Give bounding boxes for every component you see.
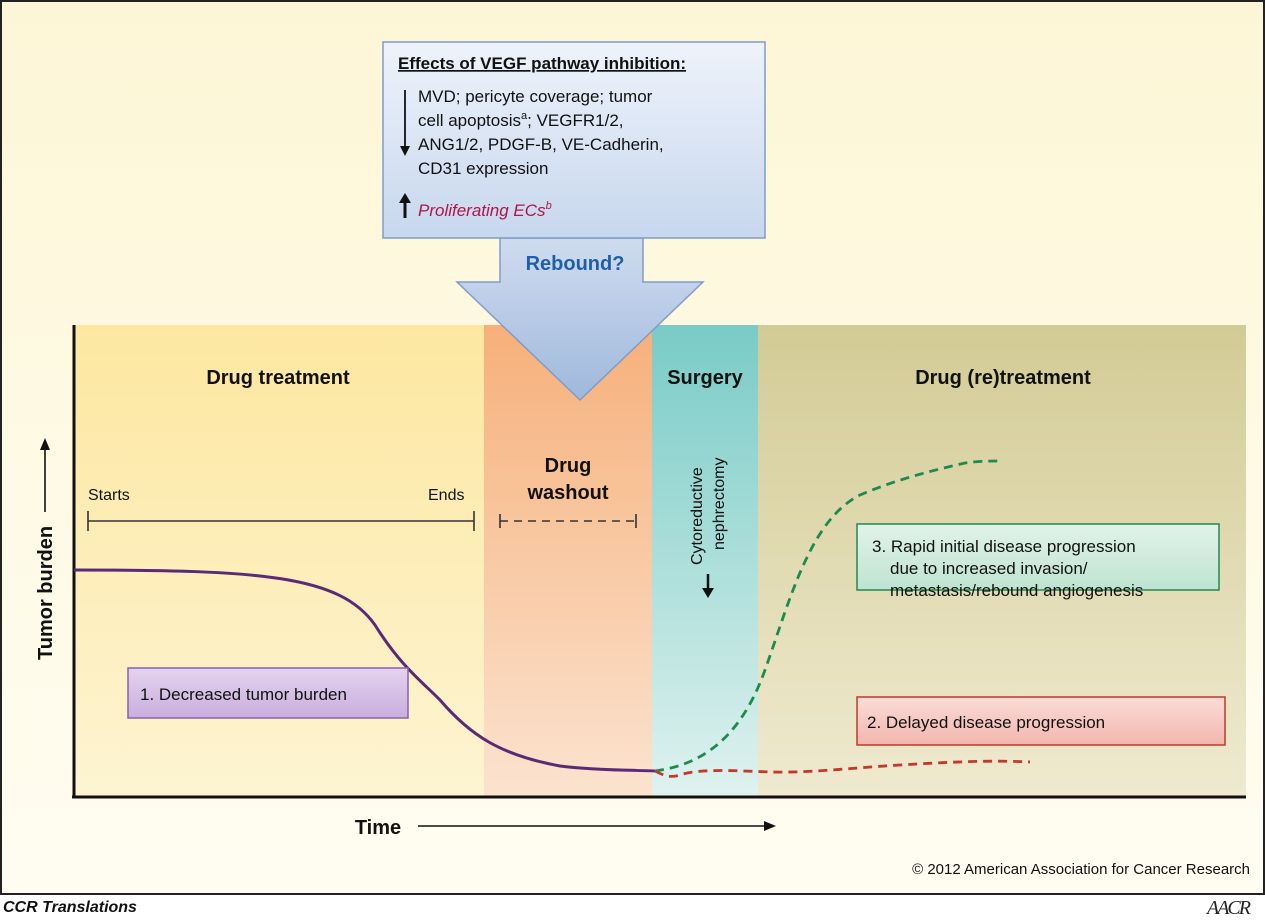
phase-label-washout-1: Drug — [545, 455, 592, 477]
x-axis-arrow-icon — [418, 821, 776, 831]
diagram-figure: Drug treatment Drug washout Surgery Drug… — [0, 0, 1265, 895]
y-axis-arrow-icon — [40, 438, 50, 512]
outcome-1-text: 1. Decreased tumor burden — [140, 685, 347, 704]
footer: CCR Translations AACR — [0, 895, 1265, 923]
phase-label-surgery: Surgery — [667, 367, 743, 389]
aacr-logo: AACR — [1207, 897, 1251, 919]
outcome-box-1: 1. Decreased tumor burden — [127, 667, 409, 719]
up-arrow-icon — [399, 193, 411, 218]
treatment-timeline-bar — [87, 511, 475, 531]
surgery-region — [652, 325, 758, 797]
treatment-region — [74, 325, 484, 797]
effects-up-line: Proliferating ECsb — [418, 200, 552, 220]
rebound-arrow — [455, 237, 705, 402]
journal-title: CCR Translations — [3, 899, 137, 916]
washout-timeline-bar — [499, 514, 637, 528]
outcome-box-2: 2. Delayed disease progression — [856, 696, 1226, 746]
surgery-down-arrow-icon — [702, 574, 714, 598]
outcome-3-text-3: metastasis/rebound angiogenesis — [890, 581, 1143, 600]
washout-region — [484, 325, 652, 797]
copyright-text: © 2012 American Association for Cancer R… — [912, 861, 1250, 878]
down-arrow-icon — [400, 90, 410, 156]
phase-label-washout-2: washout — [526, 482, 608, 504]
y-axis-label: Tumor burden — [35, 526, 57, 660]
x-axis-label: Time — [355, 817, 401, 839]
surgery-vertical-label-2: nephrectomy — [711, 458, 728, 551]
phase-label-treatment: Drug treatment — [206, 367, 350, 389]
effects-down-line-2: cell apoptosisa; VEGFR1/2, — [418, 110, 624, 130]
rebound-label: Rebound? — [526, 253, 625, 275]
phase-label-retreatment: Drug (re)treatment — [915, 367, 1091, 389]
effects-down-line-4: ANG1/2, PDGF-B, VE-Cadherin, — [418, 135, 664, 154]
effects-box: Effects of VEGF pathway inhibition: MVD;… — [382, 41, 766, 239]
timeline-end-label: Ends — [428, 487, 464, 504]
outcome-box-3 — [856, 523, 1220, 591]
tumor-burden-curve — [73, 568, 656, 773]
timeline-start-label: Starts — [88, 487, 130, 504]
outcome-3-text-2: due to increased invasion/ — [890, 559, 1088, 578]
effects-title: Effects of VEGF pathway inhibition: — [398, 54, 686, 73]
outcome-2-text: 2. Delayed disease progression — [867, 713, 1105, 732]
rapid-progression-curve — [654, 459, 1001, 773]
effects-down-line-1: MVD; pericyte coverage; tumor — [418, 87, 653, 106]
outcome-3-text-1: 3. Rapid initial disease progression — [872, 537, 1136, 556]
delayed-progression-curve — [654, 759, 1031, 778]
effects-down-line-5: CD31 expression — [418, 159, 548, 178]
surgery-vertical-label-1: Cytoreductive — [689, 467, 706, 565]
